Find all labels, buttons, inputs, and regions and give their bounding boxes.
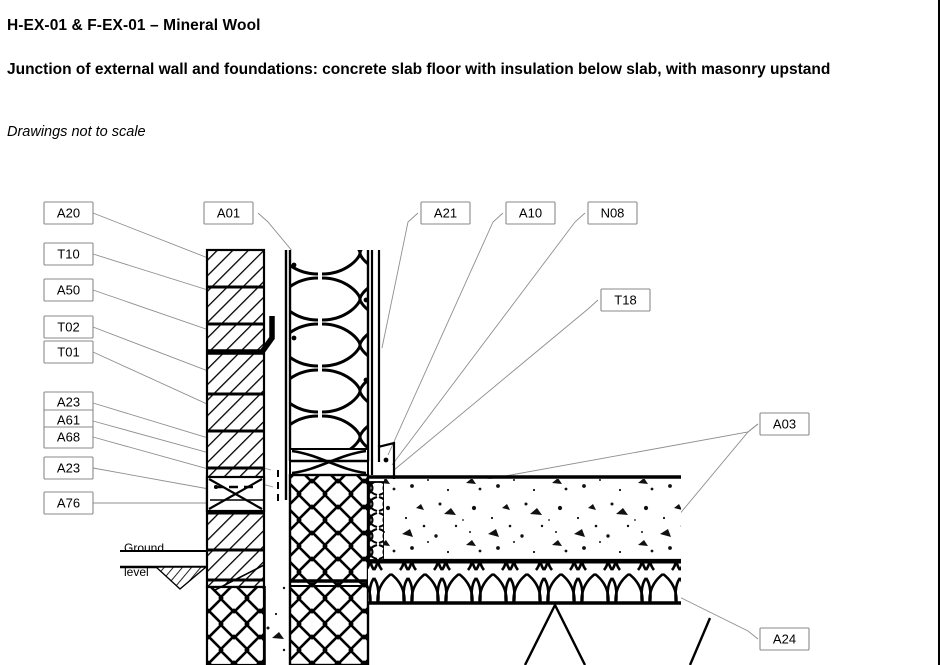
scale-note: Drawings not to scale xyxy=(7,124,146,140)
tag-T02-label: T02 xyxy=(57,319,79,334)
tag-A68-label: A68 xyxy=(57,429,80,444)
cavity-zone xyxy=(207,250,288,665)
tag-A23-lower[interactable]: A23 xyxy=(43,456,94,480)
tag-A68[interactable]: A68 xyxy=(43,426,94,449)
tag-A23-upper-label: A23 xyxy=(57,394,80,409)
page-subtitle: Junction of external wall and foundation… xyxy=(7,61,831,78)
tag-A03-label: A03 xyxy=(773,416,796,431)
tag-N08-label: N08 xyxy=(601,205,625,220)
tag-T18[interactable]: T18 xyxy=(600,288,651,312)
tag-A20-label: A20 xyxy=(57,205,80,220)
tag-A50[interactable]: A50 xyxy=(43,278,94,302)
inner-leaf-masonry-upstand xyxy=(288,473,370,665)
tag-A61-label: A61 xyxy=(57,412,80,427)
tag-A76-label: A76 xyxy=(57,495,80,510)
outer-brick-leaf xyxy=(205,248,266,589)
page-right-border xyxy=(938,0,940,665)
page-title: H-EX-01 & F-EX-01 – Mineral Wool xyxy=(7,17,261,34)
concrete-slab-floor xyxy=(368,475,681,562)
tag-T01-label: T01 xyxy=(57,344,79,359)
perimeter-edge-insulation xyxy=(368,481,385,561)
tag-T10-label: T10 xyxy=(57,246,79,261)
tag-A20[interactable]: A20 xyxy=(43,201,94,225)
ground-level-label-line1: Ground xyxy=(124,541,164,555)
sub-base-break-lines xyxy=(523,602,712,665)
tag-A10[interactable]: A10 xyxy=(505,201,556,225)
tag-A50-label: A50 xyxy=(57,282,80,297)
tag-A24-label: A24 xyxy=(773,631,796,646)
tag-N08[interactable]: N08 xyxy=(587,201,638,225)
ground-level-indicator: Ground level xyxy=(120,541,208,590)
tag-A21-label: A21 xyxy=(434,205,457,220)
tag-A01[interactable]: A01 xyxy=(203,201,254,225)
tag-A21[interactable]: A21 xyxy=(420,201,471,225)
ground-level-label-line2: level xyxy=(124,565,149,579)
tag-T10[interactable]: T10 xyxy=(43,242,94,266)
tag-A76[interactable]: A76 xyxy=(43,491,94,515)
sub-slab-insulation xyxy=(368,560,681,605)
tag-T18-label: T18 xyxy=(614,292,636,307)
tag-T02[interactable]: T02 xyxy=(43,315,94,339)
outer-leaf-below-ground xyxy=(205,578,266,665)
tag-A23-lower-label: A23 xyxy=(57,460,80,475)
tag-A01-label: A01 xyxy=(217,205,240,220)
tag-A24[interactable]: A24 xyxy=(759,627,810,651)
tag-A03[interactable]: A03 xyxy=(759,412,810,436)
tag-T01[interactable]: T01 xyxy=(43,340,94,364)
inner-wall-finish-lines xyxy=(370,250,381,475)
cavity-mineral-wool-insulation xyxy=(288,250,370,476)
tag-A10-label: A10 xyxy=(519,205,542,220)
